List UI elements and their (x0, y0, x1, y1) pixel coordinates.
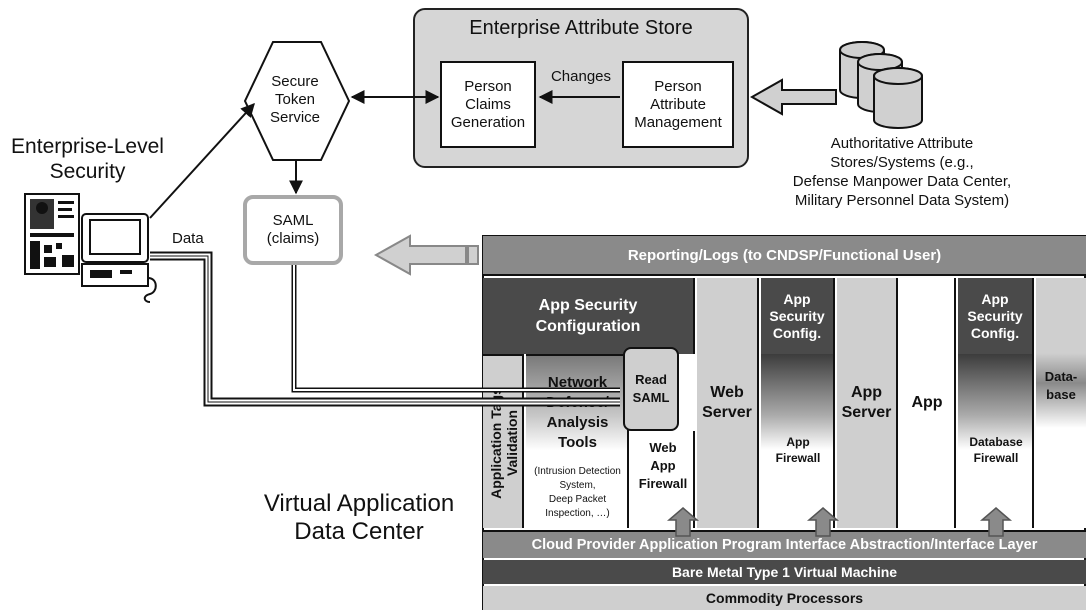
person-attribute-management-box: Person Attribute Management (622, 61, 734, 148)
secure-token-service-hexagon (243, 41, 351, 161)
database-firewall-label: Database Firewall (969, 435, 1023, 465)
reporting-logs-bar: Reporting/Logs (to CNDSP/Functional User… (483, 236, 1086, 276)
reporting-to-saml-arrow (373, 234, 467, 276)
secure-token-service-label: Secure Token Service (269, 73, 321, 126)
virtual-application-data-center-label: Virtual Application Data Center (263, 490, 455, 545)
app-firewall-label: App Firewall (775, 435, 821, 465)
enterprise-attribute-store-title: Enterprise Attribute Store (469, 16, 693, 39)
database-label: Data- base (1044, 369, 1078, 402)
bare-metal-layer: Bare Metal Type 1 Virtual Machine (483, 560, 1086, 584)
data-label: Data (172, 230, 204, 247)
web-app-firewall-label: Web App Firewall (638, 440, 688, 491)
saml-claims-box: SAML (claims) (243, 195, 343, 265)
changes-label: Changes (550, 68, 612, 85)
person-claims-generation-box: Person Claims Generation (440, 61, 536, 148)
network-defense-sublabel: (Intrusion Detection System, Deep Packet… (534, 466, 621, 519)
authoritative-stores-label: Authoritative Attribute Stores/Systems (… (792, 135, 1012, 209)
enterprise-level-security-label: Enterprise-Level Security (11, 135, 164, 183)
cloud-provider-layer: Cloud Provider Application Program Inter… (483, 530, 1086, 558)
database-stack-icon (839, 41, 923, 129)
app-server-column: App Server (837, 278, 898, 528)
computer-icon (81, 213, 157, 303)
data-pipe-line (150, 251, 620, 407)
app-security-config-box-1: App Security Config. (761, 278, 835, 354)
computer-to-sts-arrow (149, 102, 255, 219)
app-firewall-up-arrow (806, 507, 840, 537)
app-security-config-box-2: App Security Config. (958, 278, 1034, 354)
app-firewall-column (761, 354, 835, 528)
saml-to-read-saml-line (291, 265, 620, 393)
network-defense-column (526, 354, 629, 528)
web-server-column: Web Server (697, 278, 759, 528)
application-tags-validation-column (483, 354, 524, 528)
app-column: App (900, 278, 956, 528)
authoritative-to-eas-arrow (749, 78, 837, 116)
database-firewall-up-arrow (979, 507, 1013, 537)
web-app-firewall-up-arrow (666, 507, 700, 537)
id-card-icon (24, 193, 80, 275)
app-security-configuration-box: App Security Configuration (483, 278, 695, 354)
database-column (1036, 278, 1086, 528)
read-saml-box: Read SAML (623, 347, 679, 431)
commodity-processors-layer: Commodity Processors (483, 586, 1086, 610)
database-firewall-column (958, 354, 1034, 528)
